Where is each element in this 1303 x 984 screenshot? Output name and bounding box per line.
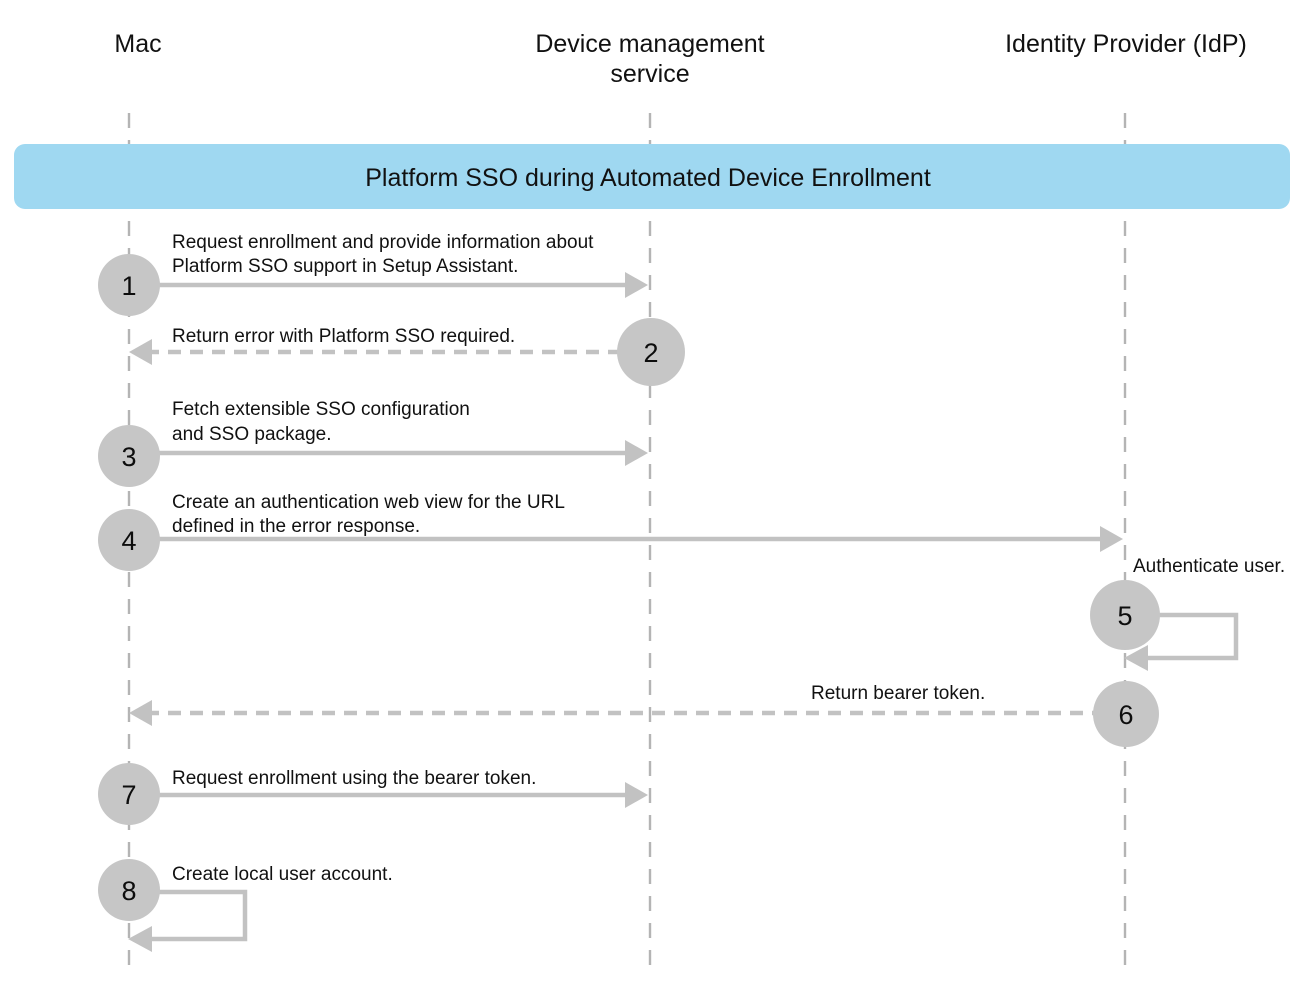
step-6: Return bearer token. 6 (129, 681, 1159, 747)
step-5-label-line1: Authenticate user. (1133, 556, 1285, 577)
step-5-marker (1090, 580, 1160, 650)
lane-title-device-management-service-line1: Device management (535, 30, 764, 58)
step-5: Authenticate user. 5 (1090, 556, 1285, 671)
step-1-number: 1 (121, 271, 136, 301)
step-1-label-line2: Platform SSO support in Setup Assistant. (172, 256, 518, 277)
step-6-arrow-head (129, 700, 152, 726)
step-3-arrow-head (625, 440, 648, 466)
step-5-arrow-head (1124, 645, 1148, 671)
step-8-marker (98, 859, 160, 921)
step-5-selfloop-line (1146, 612, 1239, 661)
step-7-arrow-head (625, 782, 648, 808)
step-4-marker (98, 509, 160, 571)
step-4: Create an authentication web view for th… (98, 492, 1123, 571)
step-3-marker (98, 425, 160, 487)
phase-banner-label: Platform SSO during Automated Device Enr… (365, 164, 931, 192)
step-6-label-line1: Return bearer token. (811, 683, 985, 704)
step-7: Request enrollment using the bearer toke… (98, 763, 648, 825)
step-8-number: 8 (121, 876, 136, 906)
step-4-number: 4 (121, 526, 136, 556)
step-2-marker (617, 318, 685, 386)
step-2: Return error with Platform SSO required.… (129, 318, 685, 386)
step-1-arrow-head (625, 272, 648, 298)
step-1-marker (98, 254, 160, 316)
step-6-marker (1093, 681, 1159, 747)
lane-title-device-management-service-line2: service (610, 60, 689, 88)
step-8: Create local user account. 8 (98, 859, 393, 952)
step-3-label-line2: and SSO package. (172, 424, 332, 445)
step-5-number: 5 (1117, 601, 1132, 631)
step-1-label-line1: Request enrollment and provide informati… (172, 232, 594, 253)
step-2-arrow-head (129, 339, 152, 365)
step-3-number: 3 (121, 442, 136, 472)
phase-banner: Platform SSO during Automated Device Enr… (14, 144, 1290, 209)
step-7-number: 7 (121, 780, 136, 810)
phase-banner-background (14, 144, 1290, 209)
step-6-number: 6 (1118, 700, 1133, 730)
step-7-label-line1: Request enrollment using the bearer toke… (172, 768, 536, 789)
step-4-arrow-head (1100, 526, 1123, 552)
lane-headers: Mac Device management service Identity P… (114, 30, 1247, 88)
step-3-label-line1: Fetch extensible SSO configuration (172, 399, 470, 420)
step-2-label-line1: Return error with Platform SSO required. (172, 326, 515, 347)
step-8-arrow-head (128, 926, 152, 952)
step-7-marker (98, 763, 160, 825)
step-2-number: 2 (643, 338, 658, 368)
step-4-label-line1: Create an authentication web view for th… (172, 492, 565, 513)
step-1: Request enrollment and provide informati… (98, 232, 648, 316)
step-4-label-line2: defined in the error response. (172, 516, 420, 537)
lane-title-mac: Mac (114, 30, 161, 58)
step-8-label-line1: Create local user account. (172, 864, 393, 885)
step-8-selfloop-line (150, 889, 248, 942)
step-3: Fetch extensible SSO configuration and S… (98, 399, 648, 487)
lane-title-identity-provider: Identity Provider (IdP) (1005, 30, 1247, 58)
